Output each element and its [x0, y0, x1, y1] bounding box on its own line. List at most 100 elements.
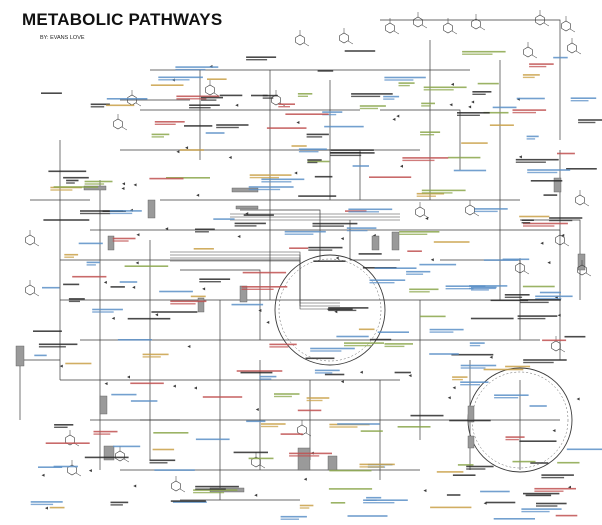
node-label-glyph [269, 346, 289, 348]
node-label-glyph [485, 501, 516, 504]
node-label-glyph [328, 309, 357, 312]
node-label-glyph [397, 426, 431, 428]
node-label-glyph [483, 368, 524, 371]
node-label-glyph [151, 311, 198, 313]
pathway-cycles [274, 254, 573, 473]
node-label-glyph [113, 445, 141, 448]
reaction-arrow [468, 105, 472, 109]
node-label-glyph [466, 465, 494, 468]
node-label-glyph [158, 76, 203, 79]
reaction-arrow [88, 469, 92, 473]
node-label-glyph [262, 97, 274, 99]
node-label-glyph [523, 492, 560, 495]
node-label-glyph [452, 378, 463, 381]
node-label-glyph [231, 303, 264, 306]
cofactor-box [239, 285, 248, 303]
node-label-glyph [416, 192, 445, 195]
node-label-glyph [466, 468, 486, 470]
molecule-structure [251, 456, 261, 468]
node-label-glyph [314, 369, 340, 372]
node-label-glyph [64, 256, 74, 258]
reaction-arrow [518, 155, 522, 159]
node-label-glyph [329, 469, 372, 472]
node-label-glyph [127, 317, 171, 320]
node-label-glyph [278, 106, 290, 108]
node-label-glyph [246, 59, 268, 61]
node-label-glyph [306, 136, 323, 138]
molecule-structure [443, 22, 453, 34]
node-label-glyph [307, 161, 318, 164]
node-label-glyph [106, 98, 148, 100]
node-label-glyph [297, 93, 313, 95]
cofactor-box [553, 177, 562, 193]
node-label-glyph [261, 181, 292, 183]
node-label-glyph [445, 285, 486, 287]
node-label-glyph [410, 414, 444, 417]
cofactor-box [577, 253, 586, 271]
node-label-glyph [170, 500, 206, 502]
node-label-glyph [109, 212, 133, 215]
node-label-glyph [358, 253, 382, 255]
reaction-arrow [552, 429, 556, 433]
node-label-glyph [280, 515, 307, 518]
reaction-arrow [335, 256, 339, 260]
cofactor-box [327, 455, 338, 471]
node-label-glyph [421, 102, 435, 105]
node-label-glyph [297, 409, 322, 412]
reaction-arrow [235, 103, 239, 107]
node-label-glyph [457, 464, 474, 466]
molecule-bond [539, 10, 550, 27]
reaction-arrow [557, 313, 561, 317]
node-label-glyph [324, 125, 364, 128]
molecule-structure [25, 284, 35, 296]
node-label-glyph [555, 514, 578, 517]
node-label-glyph [248, 186, 294, 188]
node-label-glyph [190, 295, 206, 298]
pathway-connector-37 [520, 219, 581, 300]
reaction-arrow [228, 155, 232, 159]
node-label-glyph [530, 180, 563, 182]
node-label-glyph [42, 286, 60, 289]
molecule-structure [415, 206, 425, 218]
node-label-glyph [534, 487, 576, 490]
cofactor-box [371, 235, 380, 251]
node-label-glyph [512, 111, 536, 114]
reaction-arrow [237, 234, 241, 238]
node-label-glyph [526, 135, 539, 138]
node-label-glyph [106, 104, 135, 107]
node-label-glyph [421, 105, 431, 107]
node-label-glyph [420, 315, 446, 318]
molecule-structure [295, 34, 305, 46]
node-label-glyph [330, 502, 346, 504]
node-label-glyph [519, 440, 557, 442]
node-label-glyph [429, 328, 464, 331]
reaction-arrow [193, 386, 197, 390]
node-label-glyph [346, 229, 368, 232]
node-label-glyph [398, 84, 410, 87]
node-label-glyph [429, 353, 459, 355]
node-label-glyph [274, 393, 300, 395]
node-label-glyph [38, 466, 63, 468]
node-label-glyph [195, 485, 239, 488]
node-label-glyph [534, 490, 564, 492]
reaction-arrow [187, 344, 191, 348]
node-label-glyph [384, 79, 414, 81]
node-label-glyph [68, 300, 80, 303]
node-label-glyph [49, 506, 65, 509]
node-label-glyph [289, 247, 309, 249]
node-label-glyph [460, 384, 480, 386]
node-label-glyph [117, 339, 152, 341]
reaction-arrow [176, 150, 180, 154]
node-label-glyph [462, 50, 506, 53]
node-label-glyph [430, 506, 472, 509]
node-label-glyph [170, 303, 196, 305]
molecule-bond [29, 230, 40, 247]
node-label-glyph [452, 474, 476, 476]
node-label-glyph [399, 231, 440, 233]
node-label-glyph [543, 194, 558, 196]
node-label-glyph [38, 343, 78, 346]
node-label-glyph [63, 176, 89, 179]
node-label-glyph [317, 70, 334, 72]
node-label-glyph [154, 121, 185, 123]
